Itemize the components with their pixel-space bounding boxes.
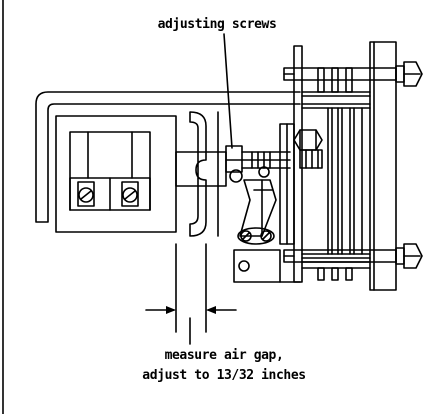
top-bolt xyxy=(395,61,423,87)
armature-plate xyxy=(189,111,207,237)
gap-arrowhead-left xyxy=(166,306,176,314)
bottom-bolt xyxy=(395,243,423,269)
pivot-pins xyxy=(237,227,275,245)
label-measure-air-gap: measure air gap, adjust to 13/32 inches xyxy=(14,346,434,386)
coil-housing xyxy=(55,115,177,233)
label-measure-line-1: measure air gap, xyxy=(164,348,284,363)
right-screw-thread xyxy=(299,149,323,169)
terminal-screw-left xyxy=(77,181,95,207)
bracket-arm xyxy=(35,91,301,223)
rear-plate xyxy=(369,41,397,291)
lower-block xyxy=(233,249,281,283)
adjust-screw-body xyxy=(225,145,243,173)
contact-block xyxy=(69,131,151,211)
top-tie-rod xyxy=(283,67,397,81)
pointer-line xyxy=(223,33,233,149)
adjust-screw-thread xyxy=(251,151,271,169)
label-adjusting-screws: adjusting screws xyxy=(157,17,277,32)
adjust-nut xyxy=(229,169,243,183)
bottom-tie-rod xyxy=(283,249,397,263)
front-plate xyxy=(293,45,303,283)
gap-arrowhead-right xyxy=(206,306,216,314)
hex-nut xyxy=(293,129,323,151)
label-measure-line-2: adjust to 13/32 inches xyxy=(142,368,306,383)
spring-stack xyxy=(301,67,371,281)
terminal-screw-right xyxy=(121,181,139,207)
